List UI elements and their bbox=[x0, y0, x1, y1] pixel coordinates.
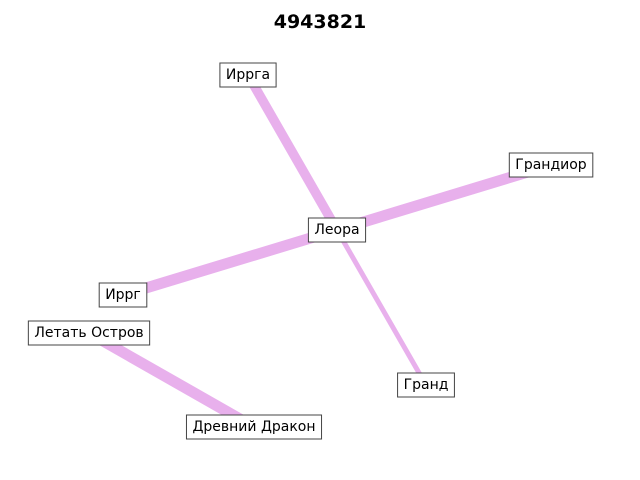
diagram-title: 4943821 bbox=[273, 11, 367, 33]
node-dragon: Древний Дракон bbox=[185, 414, 323, 440]
edge-leora-irrg bbox=[121, 224, 339, 301]
edge-letat-dragon bbox=[86, 328, 257, 432]
node-box bbox=[98, 282, 148, 308]
node-grand: Гранд bbox=[397, 372, 455, 398]
node-box bbox=[219, 62, 277, 88]
node-label: Летать Остров bbox=[34, 325, 143, 341]
edge-leora-grand bbox=[334, 228, 429, 387]
node-label: Гранд bbox=[404, 377, 449, 393]
node-label: Ирргa bbox=[226, 67, 270, 83]
node-box bbox=[185, 414, 323, 440]
node-irrg: Иррг bbox=[98, 282, 148, 308]
node-irrga: Ирргa bbox=[219, 62, 277, 88]
node-box bbox=[27, 320, 151, 346]
node-label: Иррг bbox=[105, 287, 141, 303]
node-label: Грандиор bbox=[515, 157, 587, 173]
edge-irrga-leora bbox=[243, 72, 342, 233]
node-label: Древний Дракон bbox=[192, 419, 315, 435]
node-grandior: Грандиор bbox=[508, 152, 594, 178]
node-box bbox=[397, 372, 455, 398]
edges-layer bbox=[86, 72, 553, 432]
node-letat: Летать Остров bbox=[27, 320, 151, 346]
node-label: Леора bbox=[314, 222, 359, 238]
node-box bbox=[307, 217, 367, 243]
node-box bbox=[508, 152, 594, 178]
node-leora: Леора bbox=[307, 217, 367, 243]
